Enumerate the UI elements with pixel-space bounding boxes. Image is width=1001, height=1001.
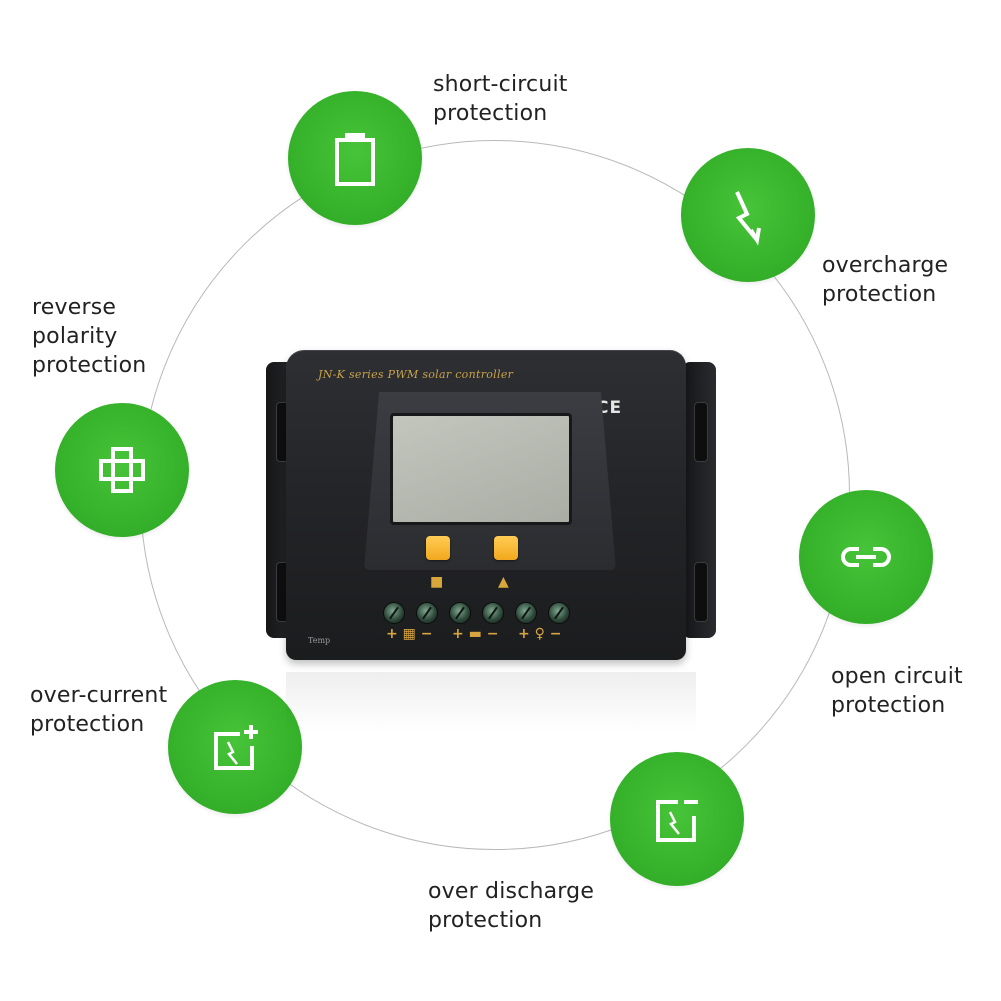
terminal-screw bbox=[548, 602, 570, 624]
lcd-display bbox=[390, 413, 572, 525]
label-over-current: over-current protection bbox=[30, 683, 168, 737]
badge-open-circuit bbox=[799, 490, 933, 624]
badge-over-discharge bbox=[610, 752, 744, 886]
legend-solar: + ▦ − bbox=[386, 626, 433, 642]
badge-over-current bbox=[168, 680, 302, 814]
badge-overcharge bbox=[681, 148, 815, 282]
solar-controller: JN-K series PWM solar controller CE ■ ▲ … bbox=[266, 340, 716, 670]
link-icon bbox=[841, 547, 891, 567]
label-open-circuit: open circuit protection bbox=[831, 664, 963, 718]
legend-battery: + ▬ − bbox=[452, 626, 499, 642]
terminal-screw bbox=[449, 602, 471, 624]
device-title: JN-K series PWM solar controller bbox=[318, 368, 514, 381]
label-short-circuit: short-circuit protection bbox=[433, 72, 568, 126]
terminal-screw bbox=[416, 602, 438, 624]
terminal-screw bbox=[482, 602, 504, 624]
battery-plus-icon bbox=[214, 725, 258, 770]
up-key bbox=[494, 536, 518, 560]
mount-slot bbox=[694, 562, 708, 622]
lightning-icon bbox=[735, 191, 761, 246]
label-over-discharge: over discharge protection bbox=[428, 879, 595, 933]
badge-short-circuit bbox=[288, 91, 422, 225]
cross-icon bbox=[99, 447, 145, 493]
device-right-bracket bbox=[682, 362, 716, 638]
terminal-screw bbox=[515, 602, 537, 624]
mount-slot bbox=[694, 402, 708, 462]
device-reflection bbox=[286, 672, 696, 732]
legend-load: + ♀ − bbox=[518, 626, 562, 642]
battery-minus-icon bbox=[656, 800, 698, 842]
temp-label: Temp bbox=[308, 636, 331, 645]
set-key bbox=[426, 536, 450, 560]
badge-reverse-polarity bbox=[55, 403, 189, 537]
set-key-symbol: ■ bbox=[430, 574, 444, 590]
terminal-screw bbox=[383, 602, 405, 624]
battery-icon bbox=[335, 133, 375, 186]
label-overcharge: overcharge protection bbox=[822, 253, 949, 307]
label-reverse-polarity: reverse polarity protection bbox=[32, 295, 147, 378]
up-key-symbol: ▲ bbox=[498, 574, 509, 590]
